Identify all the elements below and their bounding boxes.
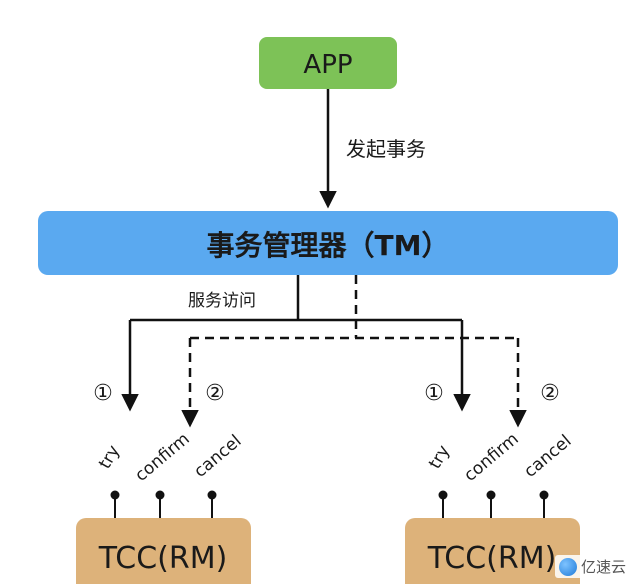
try-pin-left [110,490,120,500]
rm-right-label: TCC(RM) [427,541,557,576]
try-label-left: try [95,442,124,473]
confirm-pin-left [155,490,165,500]
right-rm-interfaces [438,490,549,518]
rm-left-node [76,518,251,584]
initiate-transaction-label: 发起事务 [346,137,426,161]
step-one-right: ① [424,381,444,406]
confirm-label-left: confirm [131,429,193,486]
step-two-left: ② [205,381,225,406]
try-pin-right [438,490,448,500]
tm-label: 事务管理器（TM） [207,229,450,262]
cancel-label-left: cancel [190,431,245,482]
app-label: APP [303,50,352,80]
cancel-pin-left [207,490,217,500]
tm-node [38,211,618,275]
watermark-text: 亿速云 [580,558,626,576]
cancel-label-right: cancel [520,431,575,482]
confirm-pin-right [486,490,496,500]
try-label-right: try [425,442,454,473]
rm-left-label: TCC(RM) [98,541,228,576]
service-access-label: 服务访问 [188,291,256,311]
cloud-logo-icon [558,557,577,576]
step-two-right: ② [540,381,560,406]
step-one-left: ① [93,381,113,406]
cancel-pin-right [539,490,549,500]
left-rm-interfaces [110,490,217,518]
rm-right-node [405,518,580,584]
confirm-label-right: confirm [460,429,522,486]
watermark: 亿速云 [554,555,630,578]
app-node [259,37,397,89]
